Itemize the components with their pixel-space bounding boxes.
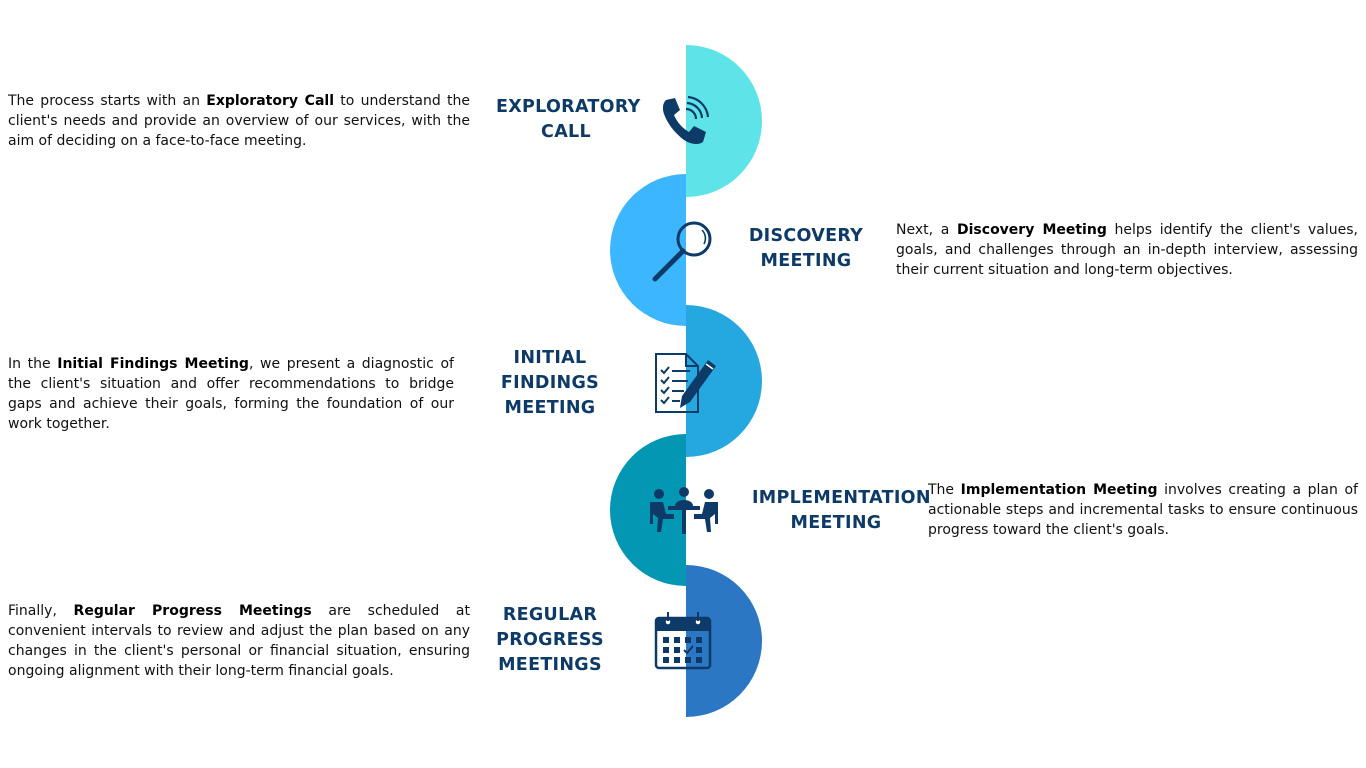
- magnifier-icon: [652, 221, 712, 282]
- document-pen-icon: [655, 353, 716, 413]
- step-4-desc-text-before: The: [928, 482, 961, 498]
- step-3-desc-bold: Initial Findings Meeting: [57, 356, 249, 372]
- step-5-title-line-2: PROGRESS: [496, 630, 604, 650]
- step-5-desc-text-before: Finally,: [8, 603, 74, 619]
- step-3-half-circle: [686, 305, 762, 457]
- step-4-half-circle: [610, 434, 686, 586]
- step-2-title-line-1: DISCOVERY: [748, 226, 864, 246]
- step-5-title-line-3: MEETINGS: [498, 655, 602, 675]
- step-2-description: Next, a Discovery Meeting helps identify…: [896, 220, 1358, 280]
- step-1-half-circle: [686, 45, 762, 197]
- step-2-half-circle: [610, 174, 686, 326]
- step-2-title-line-2: MEETING: [760, 251, 852, 271]
- step-5-desc-bold: Regular Progress Meetings: [73, 603, 312, 619]
- step-3-desc-text-before: In the: [8, 356, 58, 372]
- step-5-desc-text-after: are scheduled at convenient intervals to…: [8, 603, 470, 679]
- step-5-title: REGULAR PROGRESS MEETINGS: [490, 603, 610, 678]
- step-1-desc-text-before: The process starts with an: [8, 93, 207, 109]
- step-3-description: In the Initial Findings Meeting, we pres…: [8, 354, 454, 434]
- step-3-title-line-3: MEETING: [504, 398, 596, 418]
- step-5-description: Finally, Regular Progress Meetings are s…: [8, 601, 470, 681]
- step-5-title-line-1: REGULAR: [502, 605, 598, 625]
- step-2-desc-text-before: Next, a: [896, 222, 958, 238]
- step-1-desc-bold: Exploratory Call: [206, 93, 335, 109]
- step-5-half-circle: [686, 565, 762, 717]
- step-1-title-line-2: CALL: [541, 122, 591, 142]
- step-3-title-line-1: INITIAL: [513, 348, 587, 368]
- step-4-title: IMPLEMENTATION MEETING: [752, 486, 931, 536]
- step-3-title: INITIAL FINDINGS MEETING: [490, 346, 610, 421]
- step-4-desc-text-after: involves creating a plan of actionable s…: [928, 482, 1358, 538]
- step-1-desc-text-after: to understand the client's needs and pro…: [8, 93, 470, 149]
- step-2-title: DISCOVERY MEETING: [746, 224, 866, 274]
- phone-icon: [662, 95, 710, 145]
- step-4-desc-bold: Implementation Meeting: [960, 482, 1158, 498]
- calendar-icon: [654, 612, 712, 670]
- step-4-description: The Implementation Meeting involves crea…: [928, 480, 1358, 540]
- step-2-desc-text-after: helps identify the client's values, goal…: [896, 222, 1358, 278]
- step-1-description: The process starts with an Exploratory C…: [8, 91, 470, 151]
- meeting-table-icon: [650, 487, 718, 534]
- step-4-title-line-2: MEETING: [790, 513, 882, 533]
- step-1-title: EXPLORATORY CALL: [496, 95, 641, 145]
- step-3-title-line-2: FINDINGS: [500, 373, 600, 393]
- step-1-title-line-1: EXPLORATORY: [496, 97, 641, 117]
- step-2-desc-bold: Discovery Meeting: [957, 222, 1107, 238]
- step-3-desc-text-after: , we present a diagnostic of the client'…: [8, 356, 454, 432]
- step-4-title-line-1: IMPLEMENTATION: [752, 488, 931, 508]
